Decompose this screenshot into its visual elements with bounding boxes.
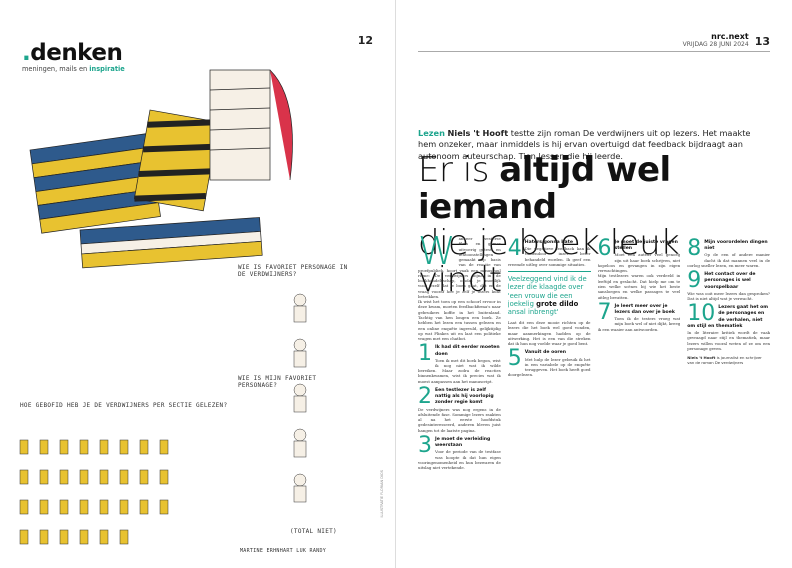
illustration-credit: ILLUSTRATIE FLORIAN DIOS <box>380 470 384 518</box>
pull-quote: Veelzeggend vind ik de lezer die klaagde… <box>507 271 591 316</box>
author-bio: Niels 't Hooft is journalist en schrijve… <box>687 355 762 366</box>
illustration-question-2: HOE GEBOFID HEB JE DE VERDWIJNERS PER SE… <box>20 402 228 409</box>
intro-text: testte zijn roman De verdwijners uit op … <box>418 128 751 161</box>
masthead-date: VRIJDAG 28 JUNI 2024 <box>682 41 749 48</box>
section-tagline: meningen, mails en inspiratie <box>22 65 125 73</box>
body-paragraph-4: Mijn testlezers waren ook verdeeld in le… <box>597 273 681 300</box>
body-column-1: W anneer westerse films en games uitvoer… <box>418 236 501 554</box>
article-headline: Er is altijd wel iemand die je boek leuk… <box>418 150 680 301</box>
illustration-question-1: WIE IS FAVORIET PERSONAGE IN DE VERDWIJN… <box>238 264 348 278</box>
section-brand: .denken meningen, mails en inspiratie <box>22 40 125 73</box>
article-intro: Lezen Niels 't Hooft testte zijn roman D… <box>418 128 770 162</box>
page-number-right: 13 <box>754 35 770 48</box>
article-body: W anneer westerse films en games uitvoer… <box>418 236 770 554</box>
intro-author: Niels 't Hooft <box>447 128 509 138</box>
intro-lead: Lezen <box>418 128 445 138</box>
books-stack-drawing <box>29 69 293 269</box>
dropcap: W <box>418 236 456 273</box>
masthead: nrc.next VRIJDAG 28 JUNI 2024 <box>683 32 749 48</box>
body-paragraph-3: Laat dit een deze mooie richten op de le… <box>507 320 591 347</box>
masthead-paper: nrc.next <box>711 32 749 41</box>
illustration-legend: MARTINE ERHNHART LUK RANDY <box>240 548 327 554</box>
page-header: nrc.next VRIJDAG 28 JUNI 2024 13 <box>418 32 770 52</box>
body-paragraph-2: Ik wist het toen op een schoorl ervoor i… <box>418 299 501 342</box>
illustration-question-3: WIE IS MIJN FAVORIET PERSONAGE? <box>238 375 317 389</box>
page-number-left: 12 <box>357 34 373 47</box>
body-intro: anneer westerse films en games uitvoerig… <box>418 236 501 299</box>
left-page: 12 .denken meningen, mails en inspiratie <box>19 0 396 568</box>
reader-figures-column <box>293 293 307 503</box>
section-logo: .denken <box>22 40 123 66</box>
illustration-total-label: (TOTAL NIET) <box>290 528 337 535</box>
illustration <box>19 69 307 545</box>
right-page: nrc.next VRIJDAG 28 JUNI 2024 13 Lezen N… <box>396 0 792 568</box>
character-figures-grid <box>19 439 169 545</box>
